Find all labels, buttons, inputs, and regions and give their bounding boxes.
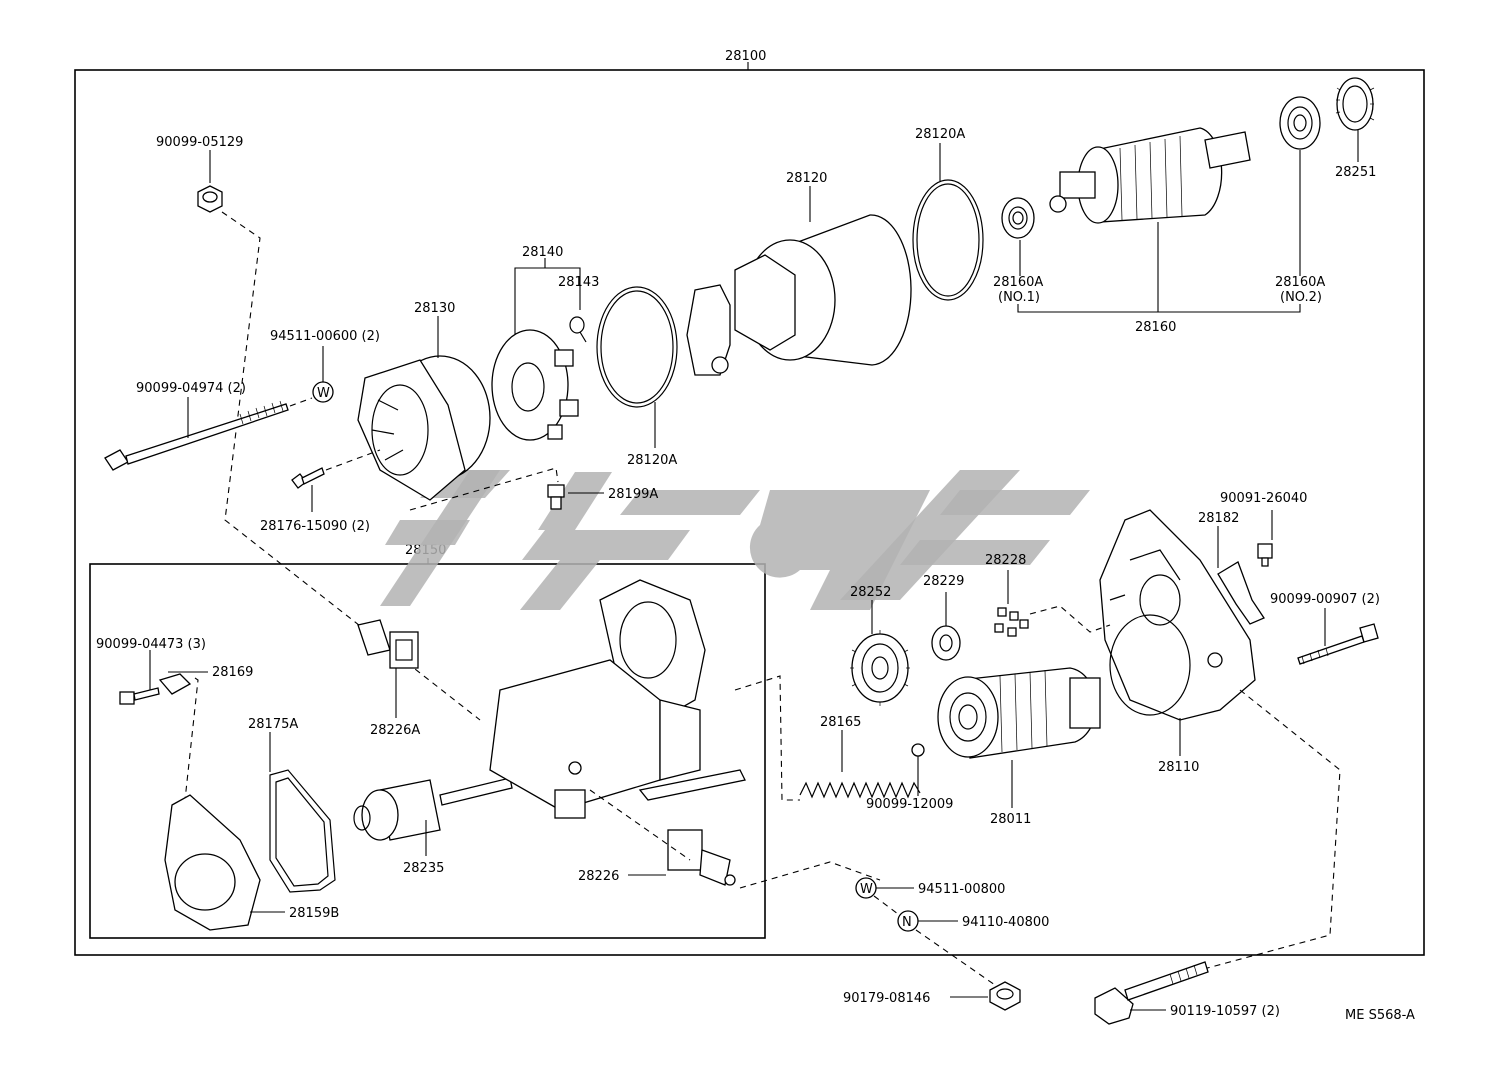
label-28160A-no2: 28160A xyxy=(1275,275,1325,290)
label-90099-00907: 90099-00907 (2) xyxy=(1270,592,1380,607)
starter-clutch-28011 xyxy=(937,667,1101,759)
label-28110: 28110 xyxy=(1158,760,1199,775)
label-90099-05129: 90099-05129 xyxy=(156,135,243,150)
label-28100: 28100 xyxy=(725,49,766,64)
washer-marker-w: W xyxy=(317,386,330,401)
o-ring-28120A-rear xyxy=(912,179,984,301)
label-28160: 28160 xyxy=(1135,320,1176,335)
label-94511-00600: 94511-00600 (2) xyxy=(270,329,380,344)
label-28169: 28169 xyxy=(212,665,253,680)
label-90091-26040: 90091-26040 xyxy=(1220,491,1307,506)
label-28199A: 28199A xyxy=(608,487,658,502)
label-90119-10597: 90119-10597 (2) xyxy=(1170,1004,1280,1019)
part-28229 xyxy=(931,625,961,661)
washer-marker-w-2: W xyxy=(860,882,873,897)
terminal-28226A xyxy=(357,619,419,669)
label-28120A-lower: 28120A xyxy=(627,453,677,468)
label-28175A: 28175A xyxy=(248,717,298,732)
label-28252: 28252 xyxy=(850,585,891,600)
spring-28165 xyxy=(799,781,921,799)
solenoid-housing-28150 xyxy=(489,579,746,819)
bracket-28182 xyxy=(1217,561,1265,625)
nut-90179-08146 xyxy=(989,981,1021,1011)
label-28120A-upper: 28120A xyxy=(915,127,965,142)
drive-housing-28110 xyxy=(1099,509,1256,721)
label-no1: (NO.1) xyxy=(998,290,1040,305)
gear-28252 xyxy=(850,630,910,706)
label-28159B: 28159B xyxy=(289,906,339,921)
nut-90099-05129 xyxy=(197,185,223,213)
grommet-28199A xyxy=(547,484,565,510)
brush-holder-28140 xyxy=(491,329,579,441)
watermark-logo-icon xyxy=(380,470,1090,610)
label-28140: 28140 xyxy=(522,245,563,260)
plate-28169 xyxy=(158,673,192,695)
gasket-28175A xyxy=(269,769,336,893)
screw-28176-15090 xyxy=(291,467,325,489)
label-28160A-no1: 28160A xyxy=(993,275,1043,290)
label-90099-04473: 90099-04473 (3) xyxy=(96,637,206,652)
terminal-28226 xyxy=(667,829,736,886)
nut-marker-n: N xyxy=(902,915,912,930)
label-94110-40800: 94110-40800 xyxy=(962,915,1049,930)
label-28130: 28130 xyxy=(414,301,455,316)
plunger-28235 xyxy=(353,777,513,841)
label-28251: 28251 xyxy=(1335,165,1376,180)
o-ring-28120A-front xyxy=(596,286,678,408)
label-94511-00800: 94511-00800 xyxy=(918,882,1005,897)
label-no2: (NO.2) xyxy=(1280,290,1322,305)
bearing-28160A-no1 xyxy=(1001,197,1035,239)
label-28143: 28143 xyxy=(558,275,599,290)
label-28226A: 28226A xyxy=(370,723,420,738)
bolt-90099-04974 xyxy=(104,400,289,471)
screw-90099-04473 xyxy=(119,687,160,705)
label-28182: 28182 xyxy=(1198,511,1239,526)
bearing-28160A-no2 xyxy=(1279,96,1321,150)
cover-28159B xyxy=(164,794,261,931)
yoke-28120 xyxy=(686,214,912,376)
label-90099-04974: 90099-04974 (2) xyxy=(136,381,246,396)
part-28228 xyxy=(994,607,1029,637)
label-90179-08146: 90179-08146 xyxy=(843,991,930,1006)
spring-28143 xyxy=(569,316,587,343)
label-28229: 28229 xyxy=(923,574,964,589)
label-28176-15090: 28176-15090 (2) xyxy=(260,519,370,534)
label-28165: 28165 xyxy=(820,715,861,730)
bolt-90119-10597 xyxy=(1094,961,1209,1025)
label-28011: 28011 xyxy=(990,812,1031,827)
gear-28251 xyxy=(1335,77,1375,131)
label-28120: 28120 xyxy=(786,171,827,186)
bolt-90091-26040 xyxy=(1257,543,1273,567)
bolt-90099-00907 xyxy=(1297,623,1379,665)
label-90099-12009: 90099-12009 xyxy=(866,797,953,812)
label-28226: 28226 xyxy=(578,869,619,884)
label-28235: 28235 xyxy=(403,861,444,876)
assembly-frame xyxy=(74,69,1425,956)
commutator-end-frame-28130 xyxy=(357,355,491,501)
ball-90099-12009 xyxy=(911,743,925,757)
diagram-reference-code: ME S568-A xyxy=(1345,1008,1415,1023)
label-28228: 28228 xyxy=(985,553,1026,568)
armature-28160 xyxy=(1049,127,1251,224)
